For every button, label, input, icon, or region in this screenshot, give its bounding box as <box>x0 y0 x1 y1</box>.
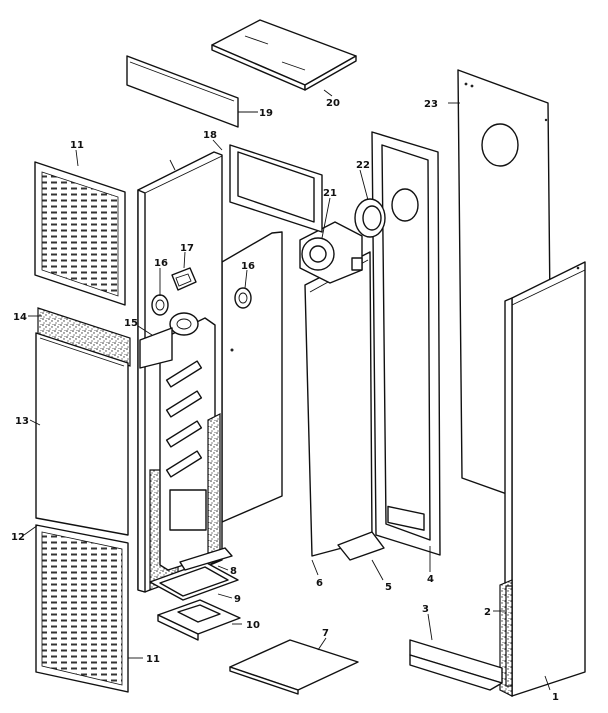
part-1-side-panel <box>499 261 586 697</box>
callout-20: 20 <box>326 98 340 109</box>
part-3-bracket <box>409 639 503 691</box>
callout-7: 7 <box>322 628 329 639</box>
callout-21: 21 <box>323 188 337 199</box>
callout-8: 8 <box>230 566 237 577</box>
callout-12: 12 <box>11 532 25 543</box>
callout-4: 4 <box>427 574 434 585</box>
callout-11-bottom: 11 <box>146 654 160 665</box>
callout-11-top: 11 <box>70 140 84 151</box>
callout-19: 19 <box>259 108 273 119</box>
part-5-bracket <box>337 531 385 561</box>
part-11-upper-grille <box>34 161 126 306</box>
callout-16-right: 16 <box>241 261 255 272</box>
callout-6: 6 <box>316 578 323 589</box>
part-13-front-door <box>35 332 129 536</box>
part-4-gasket-frame <box>371 131 441 556</box>
part-2-insulation <box>505 585 513 687</box>
inner-back-wall <box>221 231 283 523</box>
part-22-collar <box>354 198 386 238</box>
callout-13: 13 <box>15 416 29 427</box>
part-7-bottom-plate <box>229 639 359 695</box>
part-6-inner-panel <box>304 251 373 557</box>
part-17-clip <box>171 267 197 291</box>
callout-17: 17 <box>180 243 194 254</box>
callout-3: 3 <box>422 604 429 615</box>
callout-14: 14 <box>13 312 27 323</box>
part-20-top-cover <box>211 19 357 91</box>
part-16-grommet-left <box>151 294 169 316</box>
part-11-lower-grille <box>35 524 129 693</box>
part-8-9-base <box>149 547 239 601</box>
callout-18: 18 <box>203 130 217 141</box>
callout-2: 2 <box>484 607 491 618</box>
part-21-blower <box>299 221 363 284</box>
callout-22: 22 <box>356 160 370 171</box>
callout-16-left: 16 <box>154 258 168 269</box>
part-18-top-panel <box>229 144 323 233</box>
callout-15: 15 <box>124 318 138 329</box>
part-10-tray <box>157 599 241 641</box>
part-14-insulation <box>37 307 131 367</box>
part-19-top-strip <box>126 55 239 128</box>
part-15-bracket <box>139 327 173 369</box>
callout-10: 10 <box>246 620 260 631</box>
leader-lines <box>23 89 551 691</box>
callout-9: 9 <box>234 594 241 605</box>
callout-23: 23 <box>424 99 438 110</box>
callout-5: 5 <box>385 582 392 593</box>
callout-labels: 20 19 23 18 11 22 21 17 16 16 14 15 13 1… <box>11 98 559 703</box>
callout-1: 1 <box>552 692 559 703</box>
